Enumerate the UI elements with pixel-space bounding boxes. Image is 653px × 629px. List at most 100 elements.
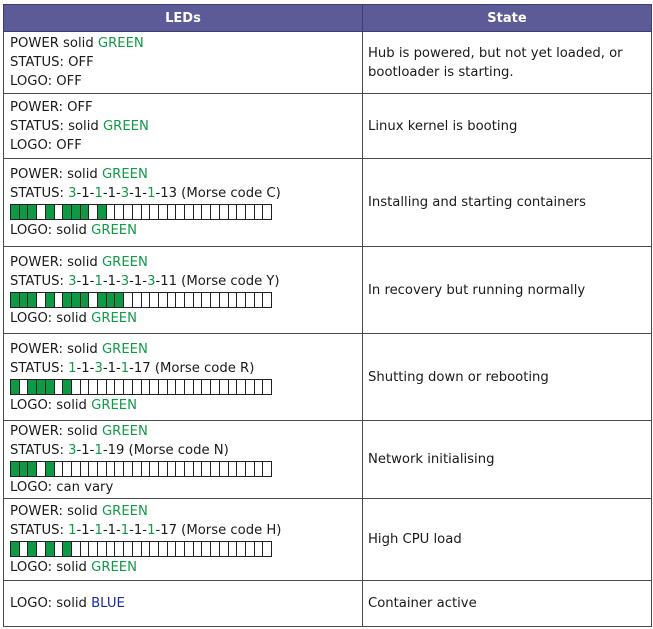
led-text: LOGO: solid <box>10 310 92 326</box>
led-off-segment <box>211 292 220 307</box>
led-text: STATUS: <box>10 186 69 201</box>
state-cell: Shutting down or rebooting <box>362 333 652 421</box>
morse-pattern-bar <box>10 541 273 557</box>
led-off-segment <box>89 379 99 394</box>
led-on-segment <box>63 292 72 307</box>
header-state: State <box>362 4 652 32</box>
led-text: -19 (Morse code N) <box>102 443 229 458</box>
morse-pattern-bar <box>10 204 273 220</box>
led-line: STATUS: 1-1-1-1-1-1-1-17 (Morse code H) <box>10 521 356 540</box>
led-off-segment <box>63 462 72 476</box>
led-off-segment <box>150 462 159 476</box>
led-off-segment <box>185 542 194 556</box>
led-on-segment <box>115 292 125 307</box>
header-row: LEDs State <box>3 4 652 32</box>
state-cell: High CPU load <box>362 498 652 581</box>
color-word-green: 3 <box>120 273 130 289</box>
led-text: STATUS: <box>10 523 69 538</box>
led-line: STATUS: solid GREEN <box>10 117 356 136</box>
header-leds: LEDs <box>3 4 363 32</box>
color-word-green: 1 <box>94 523 103 538</box>
led-on-segment <box>28 292 38 307</box>
led-off-segment <box>106 379 116 394</box>
led-off-segment <box>150 379 159 394</box>
state-cell: In recovery but running normally <box>362 246 652 334</box>
led-off-segment <box>263 542 273 556</box>
led-on-segment <box>45 542 55 556</box>
color-word-green: GREEN <box>101 424 148 439</box>
led-text: POWER: solid <box>10 341 102 357</box>
led-off-segment <box>167 542 177 556</box>
led-line: POWER: solid GREEN <box>10 502 356 521</box>
led-on-segment <box>11 292 20 307</box>
led-on-segment <box>71 292 81 307</box>
color-word-green: 1 <box>94 443 103 458</box>
led-off-segment <box>245 292 255 307</box>
led-off-segment <box>150 292 159 307</box>
color-word-green: GREEN <box>101 254 148 270</box>
color-word-green: 3 <box>94 360 103 376</box>
led-off-segment <box>219 542 229 556</box>
state-cell: Hub is powered, but not yet loaded, or b… <box>362 31 652 94</box>
led-off-segment <box>176 379 186 394</box>
led-text: -17 (Morse code R) <box>129 360 255 376</box>
led-off-segment <box>202 462 212 476</box>
led-off-segment <box>202 379 212 394</box>
led-text: -1- <box>76 360 95 376</box>
led-off-segment <box>54 542 64 556</box>
led-off-segment <box>98 379 107 394</box>
led-off-segment <box>263 205 273 219</box>
led-off-segment <box>185 462 194 476</box>
led-off-segment <box>124 205 133 219</box>
led-text: STATUS: solid <box>10 118 103 134</box>
led-off-segment <box>106 462 116 476</box>
led-off-segment <box>254 542 264 556</box>
led-on-segment <box>45 205 55 219</box>
led-off-segment <box>124 462 133 476</box>
led-off-segment <box>37 292 46 307</box>
led-off-segment <box>115 542 125 556</box>
color-word-green: 3 <box>68 443 77 458</box>
led-off-segment <box>202 292 212 307</box>
color-word-green: GREEN <box>101 504 148 519</box>
led-off-segment <box>132 205 142 219</box>
led-on-segment <box>11 462 20 476</box>
color-word-green: 1 <box>68 360 77 376</box>
led-off-segment <box>37 462 46 476</box>
led-on-segment <box>63 379 72 394</box>
led-on-segment <box>98 292 107 307</box>
led-line: LOGO: solid GREEN <box>10 309 356 328</box>
led-on-segment <box>45 462 55 476</box>
morse-pattern-bar <box>10 461 273 477</box>
led-text: LOGO: solid <box>10 397 92 413</box>
led-off-segment <box>141 205 151 219</box>
state-cell: Linux kernel is booting <box>362 93 652 159</box>
led-off-segment <box>185 205 194 219</box>
color-word-green: 3 <box>147 273 156 289</box>
led-off-segment <box>132 462 142 476</box>
color-word-green: GREEN <box>91 397 138 413</box>
led-line: STATUS: 3-1-1-1-3-1-3-11 (Morse code Y) <box>10 272 356 291</box>
led-off-segment <box>219 379 229 394</box>
led-off-segment <box>54 205 64 219</box>
color-word-green: GREEN <box>97 36 144 51</box>
led-off-segment <box>141 462 151 476</box>
led-off-segment <box>89 292 99 307</box>
color-word-green: GREEN <box>102 118 149 134</box>
led-off-segment <box>245 462 255 476</box>
led-off-segment <box>98 462 107 476</box>
led-on-segment <box>28 462 38 476</box>
led-off-segment <box>219 205 229 219</box>
led-off-segment <box>237 379 246 394</box>
led-text: LOGO: OFF <box>10 137 82 153</box>
led-off-segment <box>124 542 133 556</box>
led-on-segment <box>19 292 29 307</box>
led-off-segment <box>193 205 203 219</box>
